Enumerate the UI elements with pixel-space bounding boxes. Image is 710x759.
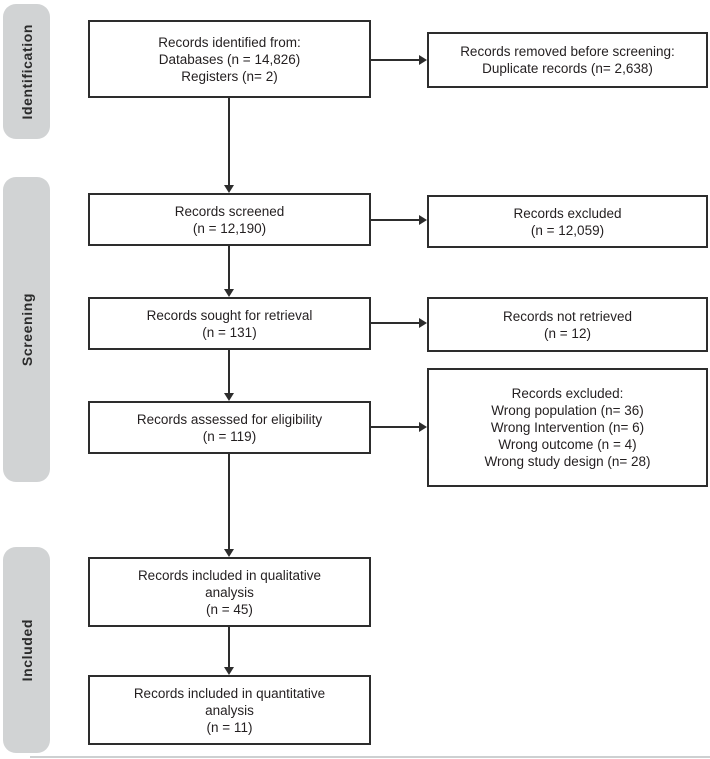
box-records-removed-before-screening: Records removed before screening: Duplic… <box>427 32 708 88</box>
arrowhead-down-icon <box>223 549 234 557</box>
arrow-shaft <box>228 246 230 289</box>
arrow-shaft <box>228 627 230 667</box>
arrowhead-down-icon <box>223 393 234 401</box>
box-records-assessed-eligibility: Records assessed for eligibility (n = 11… <box>88 401 371 454</box>
stage-included-label: Included <box>18 618 35 682</box>
stage-identification-label: Identification <box>18 23 35 120</box>
arrowhead-right-icon <box>419 215 427 225</box>
arrow-shaft <box>228 98 230 185</box>
stage-screening-label: Screening <box>18 292 35 367</box>
box-records-screened: Records screened (n = 12,190) <box>88 193 371 246</box>
box-records-sought-text: Records sought for retrieval (n = 131) <box>146 307 313 340</box>
arrow-shaft <box>371 219 419 221</box>
stage-screening: Screening <box>3 177 50 482</box>
box-records-not-retrieved-text: Records not retrieved (n = 12) <box>502 308 633 341</box>
box-records-not-retrieved: Records not retrieved (n = 12) <box>427 297 708 352</box>
arrowhead-down-icon <box>223 289 234 297</box>
box-records-sought-retrieval: Records sought for retrieval (n = 131) <box>88 297 371 350</box>
arrowhead-right-icon <box>419 318 427 328</box>
box-included-quantitative: Records included in quantitative analysi… <box>88 675 371 745</box>
arrow-shaft <box>228 454 230 549</box>
box-records-assessed-text: Records assessed for eligibility (n = 11… <box>136 411 323 444</box>
box-records-screened-text: Records screened (n = 12,190) <box>174 203 285 236</box>
box-records-excluded-reasons-text: Records excluded: Wrong population (n= 3… <box>484 386 651 469</box>
box-included-qualitative: Records included in qualitative analysis… <box>88 557 371 627</box>
arrowhead-right-icon <box>419 422 427 432</box>
box-included-qualitative-text: Records included in qualitative analysis… <box>137 567 322 617</box>
arrowhead-down-icon <box>223 667 234 675</box>
box-records-excluded-reasons: Records excluded: Wrong population (n= 3… <box>427 368 708 487</box>
box-records-identified-text: Records identified from: Databases (n = … <box>158 34 301 84</box>
arrowhead-right-icon <box>419 55 427 65</box>
arrow-shaft <box>371 322 419 324</box>
box-included-quantitative-text: Records included in quantitative analysi… <box>133 685 326 735</box>
arrow-shaft <box>228 350 230 393</box>
arrow-shaft <box>371 426 419 428</box>
stage-included: Included <box>3 547 50 753</box>
arrowhead-down-icon <box>223 185 234 193</box>
arrow-shaft <box>371 59 419 61</box>
box-records-excluded-text: Records excluded (n = 12,059) <box>513 205 622 238</box>
box-records-excluded: Records excluded (n = 12,059) <box>427 195 708 248</box>
box-records-removed-text: Records removed before screening: Duplic… <box>460 44 675 76</box>
box-records-identified: Records identified from: Databases (n = … <box>88 20 371 98</box>
bottom-divider <box>30 756 710 758</box>
stage-identification: Identification <box>3 4 50 139</box>
